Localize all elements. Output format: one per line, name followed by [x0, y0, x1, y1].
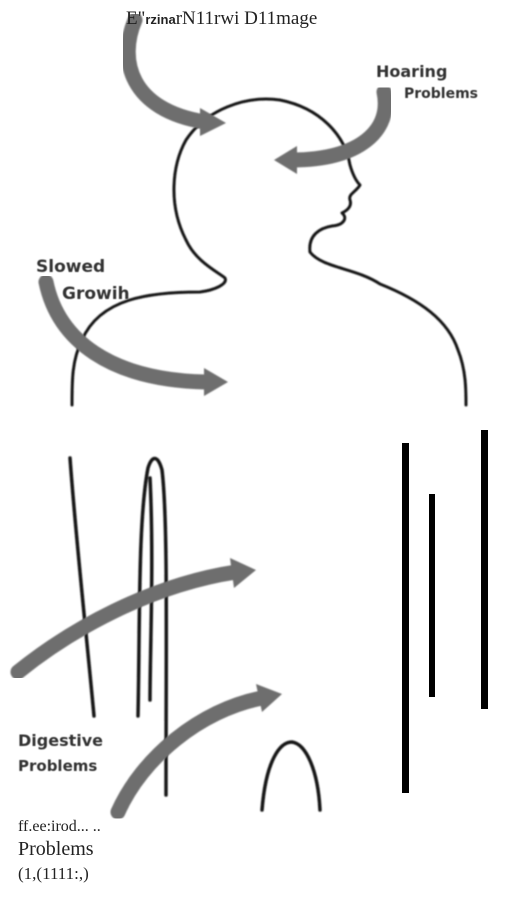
bottom-line-1: ff.ee:irod... .. [18, 818, 101, 836]
title-bold: rzina [145, 12, 175, 27]
arrow-digestive [118, 684, 282, 812]
torso-outline [70, 458, 320, 810]
label-hearing-2: Problems [404, 86, 478, 102]
label-digestive-1: Digestive [18, 731, 103, 750]
black-bars [402, 430, 488, 793]
bottom-line-3: (1,(1111:,) [18, 864, 89, 884]
title-rest: rN11rwi D11mage [176, 8, 318, 29]
bottom-line-2: Problems [18, 838, 94, 861]
arrow-brain [128, 20, 226, 136]
label-slowed-1: Slowed [36, 257, 105, 277]
bar-right [481, 430, 488, 709]
label-hearing-1: Hoaring [376, 62, 447, 81]
arrow-upper-abdomen [18, 558, 256, 672]
bar-left [402, 443, 409, 793]
label-digestive-2: Problems [18, 757, 97, 775]
body-outline [72, 99, 466, 405]
label-slowed-2: Growih [62, 284, 130, 304]
page-title: E"rzinarN11rwi D11mage [126, 8, 317, 30]
bar-middle [429, 494, 435, 697]
title-prefix: E" [126, 8, 145, 29]
arrow-hearing [274, 92, 385, 174]
